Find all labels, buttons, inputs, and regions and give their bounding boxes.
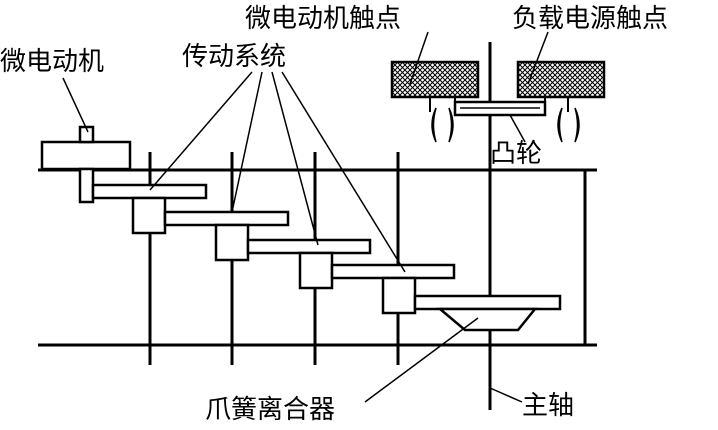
transmission-gears [91, 183, 562, 332]
label-cam: 凸轮 [490, 139, 542, 169]
load-contact-block [516, 60, 606, 99]
gear-plate-3 [246, 238, 372, 255]
leader-lines [62, 31, 549, 403]
label-main-shaft: 主轴 [522, 391, 574, 421]
motor-contact-block [390, 60, 480, 99]
contact-springs [431, 107, 580, 143]
motor-output-shaft [78, 167, 95, 204]
gear-plate-5 [413, 294, 562, 311]
label-transmission: 传动系统 [182, 42, 286, 72]
label-motor-contact: 微电动机触点 [245, 4, 401, 34]
gear-plate-4 [330, 263, 456, 280]
cam [453, 100, 547, 117]
contacts [390, 60, 606, 143]
gear-plate-1 [91, 183, 208, 200]
claw-clutch-shape [436, 307, 538, 332]
gear-block-1 [131, 196, 167, 235]
motor-body [40, 140, 132, 171]
label-load-contact: 负载电源触点 [512, 4, 668, 34]
gear-block-4 [381, 276, 417, 315]
gear-plate-2 [163, 210, 290, 227]
label-micro-motor: 微电动机 [0, 47, 104, 77]
gear-block-2 [214, 223, 250, 262]
label-claw-clutch: 爪簧离合器 [205, 395, 335, 425]
gear-block-3 [298, 251, 334, 290]
